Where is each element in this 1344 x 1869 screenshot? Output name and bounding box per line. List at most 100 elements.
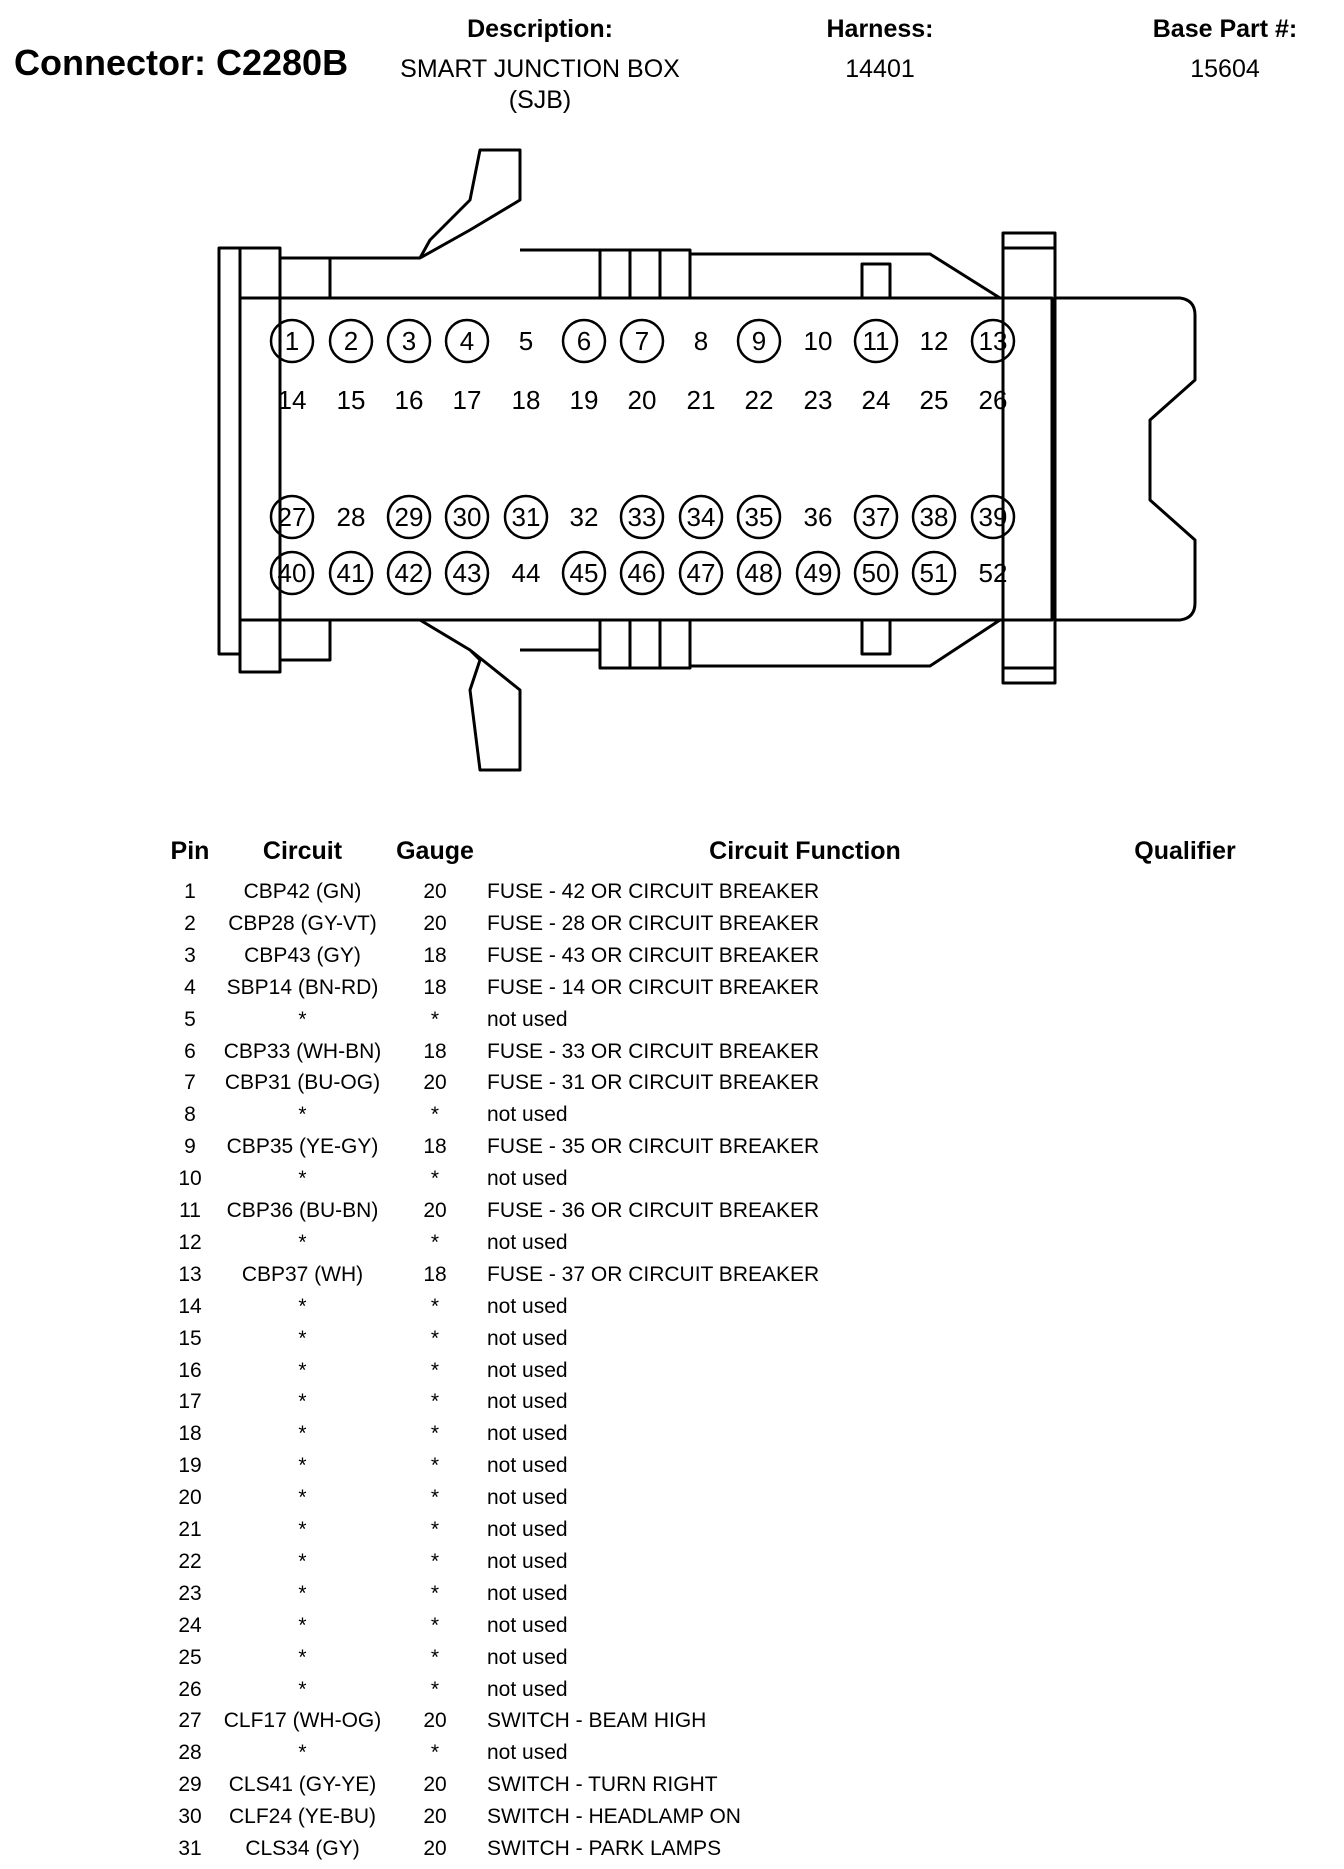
description-value-line2: (SJB) xyxy=(508,86,572,114)
pin-number: 49 xyxy=(804,558,833,588)
connector-outline xyxy=(217,148,1197,772)
gauge-cell: 20 xyxy=(423,912,447,935)
table-row: 15**not used xyxy=(0,1327,1344,1359)
circuit-cell: CBP28 (GY-VT) xyxy=(228,912,377,935)
pin-circle xyxy=(853,550,899,596)
circuit-function-cell: FUSE - 36 OR CIRCUIT BREAKER xyxy=(487,1199,820,1222)
gauge-cell: * xyxy=(430,1741,440,1764)
gauge-cell: * xyxy=(430,1518,440,1541)
pin-number: 37 xyxy=(862,502,891,532)
left-bottom-tab xyxy=(238,618,282,674)
pin-number: 26 xyxy=(979,385,1008,415)
top-latch-block xyxy=(598,248,692,300)
pin-cell: 8 xyxy=(184,1103,196,1126)
pin-number: 17 xyxy=(453,385,482,415)
pin-51: 51 xyxy=(911,550,957,596)
pin-number: 1 xyxy=(285,326,299,356)
pin-circle xyxy=(853,494,899,540)
circuit-cell: CBP31 (BU-OG) xyxy=(224,1071,381,1094)
gauge-cell: * xyxy=(430,1454,440,1477)
table-row: 21**not used xyxy=(0,1518,1344,1550)
pin-cell: 31 xyxy=(178,1837,202,1860)
pin-number: 20 xyxy=(628,385,657,415)
circuit-cell: SBP14 (BN-RD) xyxy=(226,976,379,999)
circuit-cell: * xyxy=(298,1167,307,1190)
pin-circle xyxy=(444,494,490,540)
pin-number: 6 xyxy=(577,326,591,356)
table-row: 10**not used xyxy=(0,1167,1344,1199)
pin-number: 23 xyxy=(804,385,833,415)
pin-number: 28 xyxy=(337,502,366,532)
pin-number: 44 xyxy=(512,558,541,588)
pin-cell: 2 xyxy=(184,912,196,935)
circuit-function-cell: not used xyxy=(487,1678,568,1701)
circuit-function-cell: FUSE - 42 OR CIRCUIT BREAKER xyxy=(487,880,820,903)
circuit-function-cell: not used xyxy=(487,1359,568,1382)
pin-circle xyxy=(911,494,957,540)
circuit-function-cell: not used xyxy=(487,1422,568,1445)
pin-number: 46 xyxy=(628,558,657,588)
gauge-cell: 20 xyxy=(423,1709,447,1732)
connector-title: Connector: C2280B xyxy=(14,42,349,83)
pin-circle xyxy=(269,550,315,596)
col-header-circuit-function: Circuit Function xyxy=(709,837,901,865)
base-part-value: 15604 xyxy=(1190,55,1260,83)
pin-9: 9 xyxy=(736,318,782,364)
circuit-cell: * xyxy=(298,1231,307,1254)
pin-number: 45 xyxy=(570,558,599,588)
pin-circle xyxy=(736,550,782,596)
pin-cell: 23 xyxy=(178,1582,202,1605)
pin-number: 9 xyxy=(752,326,766,356)
pin-number: 22 xyxy=(745,385,774,415)
pin-number: 47 xyxy=(687,558,716,588)
pin-number: 21 xyxy=(687,385,716,415)
pin-40: 40 xyxy=(269,550,315,596)
circuit-cell: CBP35 (YE-GY) xyxy=(226,1135,379,1158)
gauge-cell: 18 xyxy=(423,1040,447,1063)
circuit-cell: * xyxy=(298,1582,307,1605)
pin-number: 10 xyxy=(804,326,833,356)
circuit-function-cell: SWITCH - PARK LAMPS xyxy=(487,1837,722,1860)
pin-20: 20 xyxy=(628,385,657,415)
gauge-cell: * xyxy=(430,1359,440,1382)
circuit-cell: CLF17 (WH-OG) xyxy=(223,1709,382,1732)
pin-22: 22 xyxy=(745,385,774,415)
pin-cell: 26 xyxy=(178,1678,202,1701)
circuit-cell: * xyxy=(298,1103,307,1126)
pin-number: 7 xyxy=(635,326,649,356)
pin-cell: 15 xyxy=(178,1327,202,1350)
description-label: Description: xyxy=(467,15,613,43)
pin-cell: 11 xyxy=(179,1199,201,1222)
pin-cell: 18 xyxy=(178,1422,202,1445)
gauge-cell: 18 xyxy=(423,1263,447,1286)
table-row: 5**not used xyxy=(0,1008,1344,1040)
pin-circle xyxy=(619,550,665,596)
circuit-cell: CBP37 (WH) xyxy=(241,1263,364,1286)
pin-37: 37 xyxy=(853,494,899,540)
gauge-cell: * xyxy=(430,1614,440,1637)
pin-number: 52 xyxy=(979,558,1008,588)
pin-number: 50 xyxy=(862,558,891,588)
table-row: 18**not used xyxy=(0,1422,1344,1454)
right-flange xyxy=(1001,231,1057,685)
pin-50: 50 xyxy=(853,550,899,596)
pin-cell: 22 xyxy=(178,1550,202,1573)
circuit-cell: * xyxy=(298,1359,307,1382)
pin-circle xyxy=(795,550,841,596)
pin-17: 17 xyxy=(453,385,482,415)
pin-33: 33 xyxy=(619,494,665,540)
gauge-cell: 20 xyxy=(423,1805,447,1828)
gauge-cell: 18 xyxy=(423,976,447,999)
pin-circle xyxy=(561,318,607,364)
pin-circle xyxy=(328,550,374,596)
pin-cell: 17 xyxy=(178,1390,202,1413)
circuit-cell: * xyxy=(298,1678,307,1701)
pin-38: 38 xyxy=(911,494,957,540)
pin-1: 1 xyxy=(269,318,315,364)
circuit-function-cell: FUSE - 37 OR CIRCUIT BREAKER xyxy=(487,1263,820,1286)
table-row: 25**not used xyxy=(0,1646,1344,1678)
